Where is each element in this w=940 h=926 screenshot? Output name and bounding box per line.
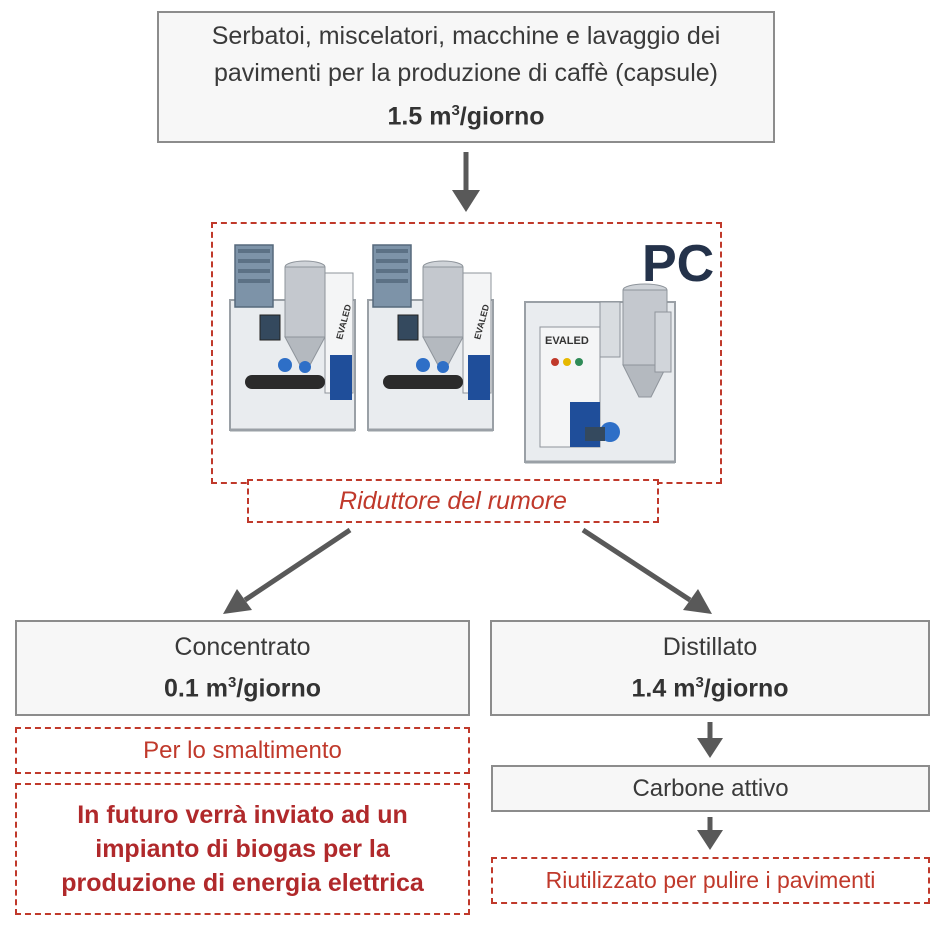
noise-reducer-label: Riduttore del rumore bbox=[339, 486, 567, 515]
source-rate: 1.5 m3/giorno bbox=[387, 102, 545, 131]
disposal-label: Per lo smaltimento bbox=[143, 736, 342, 764]
evaporator-unit-2: EVALED bbox=[367, 244, 494, 432]
arrow-distillate-to-carbon bbox=[697, 722, 723, 758]
arrow-to-distillate bbox=[581, 527, 712, 614]
carbon-label: Carbone attivo bbox=[632, 774, 789, 802]
distillate-box: Distillato 1.4 m3/giorno bbox=[490, 620, 930, 716]
source-line-1: Serbatoi, miscelatori, macchine e lavagg… bbox=[211, 22, 721, 51]
source-box: Serbatoi, miscelatori, macchine e lavagg… bbox=[157, 11, 775, 143]
reuse-label: Riutilizzato per pulire i pavimenti bbox=[545, 867, 876, 893]
future-line-1: In futuro verrà inviato ad un bbox=[77, 801, 408, 829]
distillate-title: Distillato bbox=[662, 633, 758, 662]
concentrate-title: Concentrato bbox=[174, 633, 311, 662]
future-box: In futuro verrà inviato ad un impianto d… bbox=[15, 783, 470, 915]
evaporator-unit-3: EVALED bbox=[524, 283, 676, 464]
distillate-rate: 1.4 m3/giorno bbox=[631, 674, 789, 703]
concentrate-rate: 0.1 m3/giorno bbox=[164, 674, 321, 703]
arrow-to-concentrate bbox=[223, 527, 352, 614]
noise-reducer-box: Riduttore del rumore bbox=[247, 479, 659, 523]
brand-label-3: EVALED bbox=[545, 335, 589, 347]
disposal-box: Per lo smaltimento bbox=[15, 727, 470, 774]
arrow-carbon-to-reuse bbox=[697, 817, 723, 850]
concentrate-box: Concentrato 0.1 m3/giorno bbox=[15, 620, 470, 716]
arrow-source-to-machines bbox=[452, 152, 480, 212]
flow-arrows bbox=[223, 152, 723, 850]
evaporator-unit-1: EVALED bbox=[229, 244, 356, 432]
pc-label: PC bbox=[642, 235, 715, 293]
source-line-2: pavimenti per la produzione di caffè (ca… bbox=[214, 59, 718, 88]
future-line-2: impianto di biogas per la bbox=[95, 835, 390, 863]
reuse-box: Riutilizzato per pulire i pavimenti bbox=[491, 857, 930, 904]
carbon-box: Carbone attivo bbox=[491, 765, 930, 812]
future-line-3: produzione di energia elettrica bbox=[61, 869, 424, 897]
